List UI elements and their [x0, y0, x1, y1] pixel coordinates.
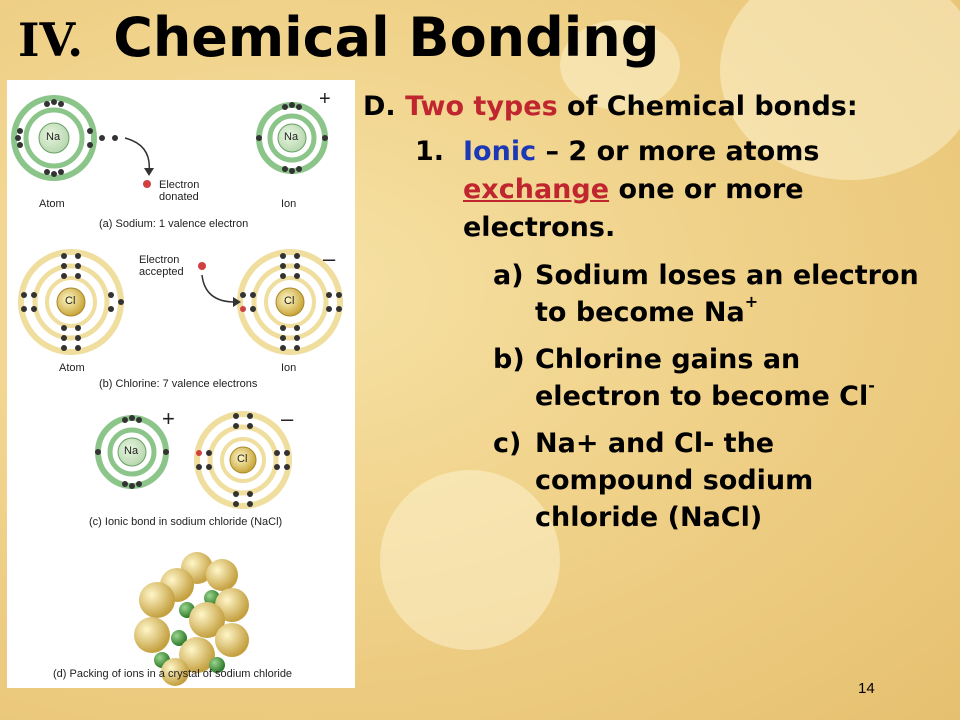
bond-chlorine-symbol: Cl	[237, 453, 248, 465]
heading-prefix: D.	[363, 91, 396, 122]
item-text-after: one or more electrons.	[463, 174, 804, 243]
chlorine-nucleus-symbol: Cl	[65, 295, 76, 307]
ionic-bond-diagram	[11, 95, 343, 686]
subitem-text: Na+ and Cl- the compound sodium chloride…	[535, 425, 923, 536]
donation-arrow	[124, 137, 151, 173]
background-flower	[720, 0, 960, 180]
item-number: 1.	[415, 136, 445, 167]
background-flower	[380, 470, 560, 650]
subitem-letter: c)	[493, 428, 522, 459]
slide-title: IV. Chemical Bonding	[18, 6, 659, 78]
subitem-b-text: Chlorine gains an electron to become Cl	[535, 344, 869, 412]
subitem-text: Sodium loses an electron to become Na+	[535, 257, 923, 331]
acceptance-arrow	[201, 274, 236, 303]
title-roman-numeral: IV.	[18, 13, 84, 67]
item-text: Ionic – 2 or more atoms exchange one or …	[463, 133, 923, 247]
sodium-ion-label: Ion	[281, 198, 297, 210]
sodium-ion	[256, 102, 328, 174]
bond-chlorine-charge: –	[281, 406, 294, 431]
panel-b-caption: (b) Chlorine: 7 valence electrons	[99, 378, 258, 390]
nacl-crystal	[134, 552, 249, 686]
heading-highlight: Two types	[405, 91, 558, 122]
subitem-a-text: Sodium loses an electron to become Na	[535, 260, 919, 328]
subitem-letter: a)	[493, 260, 524, 291]
slide-content: D. Two types of Chemical bonds: 1. Ionic…	[363, 88, 923, 536]
chloride-nucleus-symbol: Cl	[284, 295, 295, 307]
subitem-a: a) Sodium loses an electron to become Na…	[493, 257, 923, 331]
sodium-nucleus-symbol: Na	[46, 131, 61, 143]
chloride-ion-label: Ion	[281, 362, 297, 374]
heading-rest: of Chemical bonds:	[567, 91, 858, 122]
sodium-ion-charge: +	[319, 88, 331, 110]
sodium-ion-symbol: Na	[284, 131, 299, 143]
panel-d-caption: (d) Packing of ions in a crystal of sodi…	[53, 668, 293, 680]
item-text-before: – 2 or more atoms	[545, 136, 820, 167]
bond-sodium-charge: +	[162, 406, 175, 431]
sodium-atom	[11, 95, 118, 181]
subitem-c-text: Na+ and Cl- the compound sodium chloride…	[535, 428, 814, 533]
ionic-term: Ionic	[463, 136, 537, 167]
section-heading: D. Two types of Chemical bonds:	[363, 88, 923, 125]
subitem-a-sup: +	[744, 292, 759, 311]
subitem-letter: b)	[493, 344, 525, 375]
sodium-atom-label: Atom	[39, 198, 65, 210]
ionic-item: 1. Ionic – 2 or more atoms exchange one …	[415, 133, 923, 247]
page-number: 14	[858, 680, 875, 697]
subitem-b: b) Chlorine gains an electron to become …	[493, 341, 923, 415]
ionic-bond-figure: Atom Ion Na Na Electron donated + (a) So…	[7, 80, 355, 688]
electron-accepted-label: Electron accepted	[139, 254, 184, 278]
background-flower	[560, 20, 680, 110]
panel-c-caption: (c) Ionic bond in sodium chloride (NaCl)	[89, 516, 283, 528]
sodium-chloride-bond	[95, 411, 292, 509]
panel-a-caption: (a) Sodium: 1 valence electron	[99, 218, 249, 230]
donated-electron	[143, 180, 151, 188]
chlorine-atom-label: Atom	[59, 362, 85, 374]
exchange-term: exchange	[463, 174, 610, 205]
subitem-b-sup: -	[868, 376, 875, 395]
subitem-text: Chlorine gains an electron to become Cl-	[535, 341, 923, 415]
accepted-electron	[198, 262, 206, 270]
title-text: Chemical Bonding	[113, 6, 660, 69]
subitem-c: c) Na+ and Cl- the compound sodium chlor…	[493, 425, 923, 536]
chlorine-atom	[18, 249, 124, 355]
electron-donated-label: Electron donated	[159, 179, 200, 203]
chloride-ion-charge: –	[323, 246, 336, 271]
bond-sodium-symbol: Na	[124, 445, 139, 457]
